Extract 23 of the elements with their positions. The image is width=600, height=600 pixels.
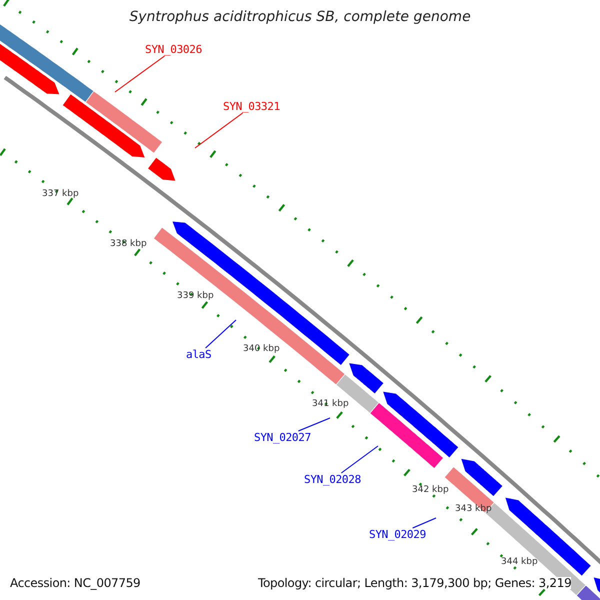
gene-label: SYN_03026 [145, 44, 202, 55]
leader-line [340, 446, 378, 474]
map-title: Syntrophus aciditrophicus SB, complete genome [128, 10, 472, 24]
leader-line [298, 418, 330, 432]
tick-label: 338 kbp [110, 240, 147, 249]
gene-label: SYN_03321 [223, 101, 280, 112]
tick-label: 341 kbp [312, 400, 349, 409]
leader-line [194, 112, 244, 148]
footer-text: Accession: NC_007759 [10, 577, 140, 589]
tick-label: 340 kbp [243, 345, 280, 354]
gene-label: SYN_02027 [254, 432, 311, 443]
leader-line [412, 518, 436, 528]
leader-line [205, 320, 236, 348]
tick-label: 337 kbp [42, 190, 79, 199]
tick-label: 339 kbp [177, 292, 214, 301]
footer-text: Topology: circular; Length: 3,179,300 bp; Genes: 3,219 [258, 577, 572, 589]
leader-line [114, 56, 166, 92]
gene-label: alaS [186, 349, 212, 360]
tick-label: 344 kbp [501, 558, 538, 567]
gene-label: SYN_02028 [304, 474, 361, 485]
tick-label: 342 kbp [412, 486, 449, 495]
gene-label: SYN_02029 [369, 529, 426, 540]
tick-label: 343 kbp [455, 505, 492, 514]
